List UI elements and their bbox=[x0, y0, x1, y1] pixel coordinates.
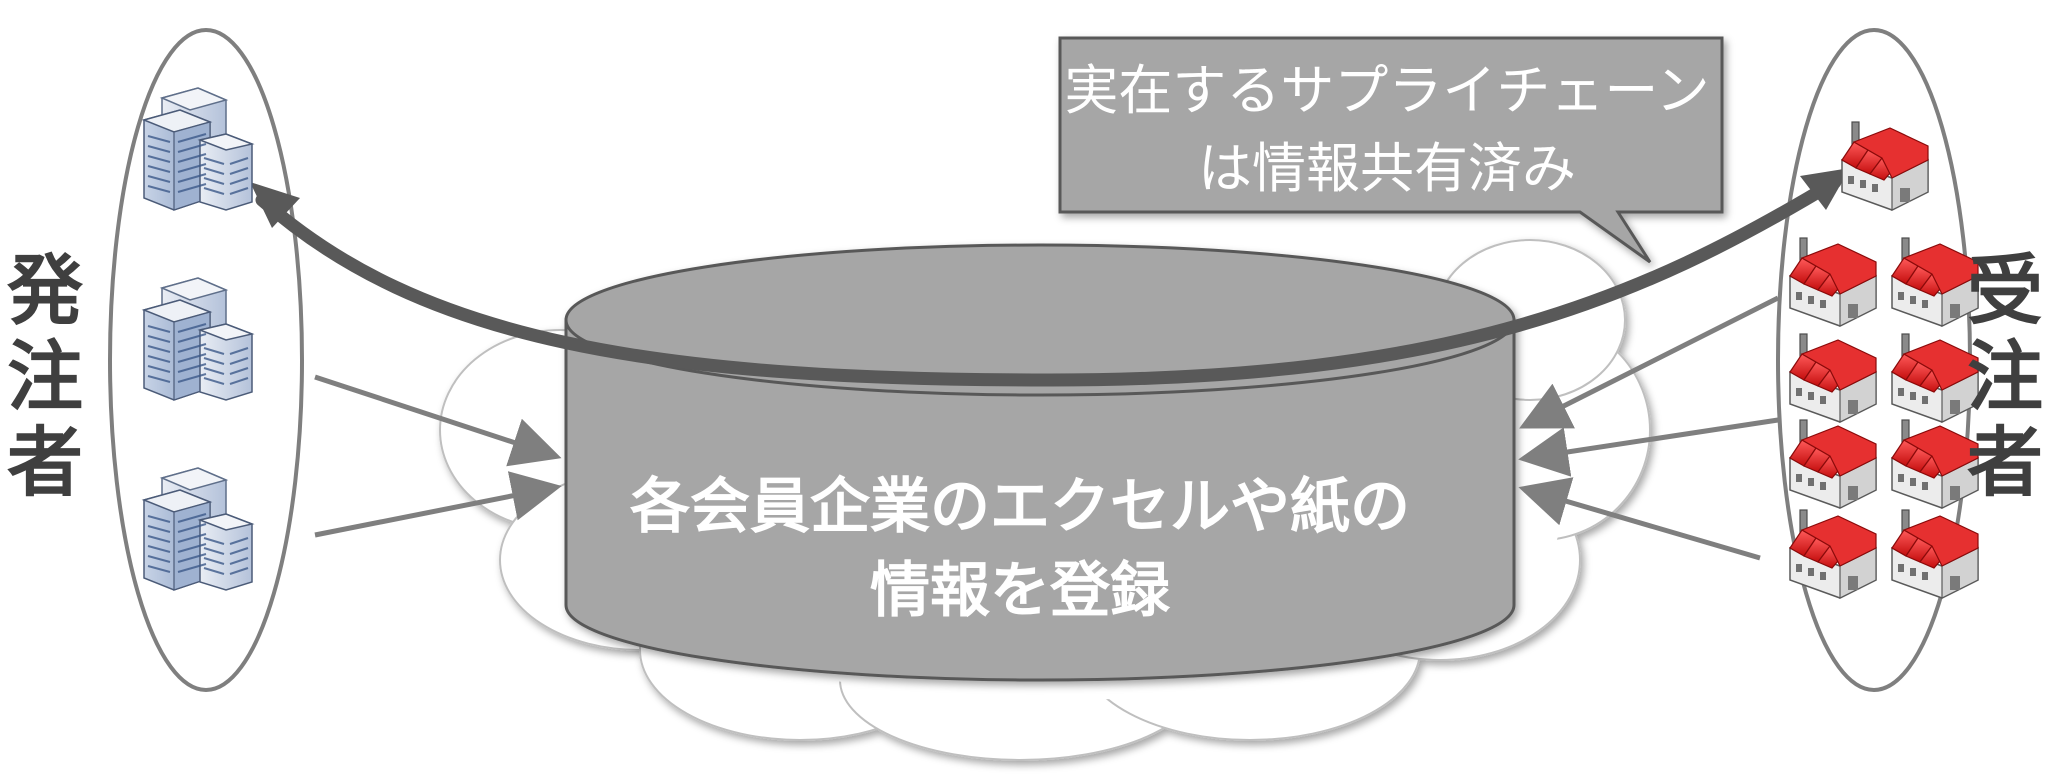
factory-icon bbox=[1789, 237, 1877, 327]
arrow-contractor-2 bbox=[1518, 417, 1779, 477]
database-label-line2: 情報を登録 bbox=[870, 556, 1170, 626]
callout-label-line1: 実在するサプライチェーン bbox=[1064, 59, 1710, 122]
factory-icon bbox=[1891, 509, 1979, 599]
arc-arrowhead-left bbox=[250, 182, 300, 228]
contractor-label-char: 注 bbox=[1967, 332, 2043, 421]
office-building-icon bbox=[143, 467, 253, 591]
orderer-label-text: 発注者 bbox=[0, 248, 90, 506]
arrow-orderer-2 bbox=[314, 471, 562, 538]
orderer-label-char: 者 bbox=[7, 418, 83, 507]
orderer-label-char: 発 bbox=[7, 246, 83, 335]
database-label-line1: 各会員企業のエクセルや紙の bbox=[630, 472, 1410, 542]
contractor-label: 受注者 bbox=[1960, 248, 2048, 506]
arc-arrowhead-right bbox=[1800, 168, 1850, 210]
contractor-label-char: 者 bbox=[1967, 418, 2043, 507]
callout-box bbox=[1058, 36, 1724, 264]
database-cylinder bbox=[564, 243, 1516, 682]
orderer-group-ellipse bbox=[108, 28, 304, 692]
contractor-label-char: 受 bbox=[1967, 246, 2043, 335]
callout-label-line2: は情報共有済み bbox=[1198, 137, 1576, 200]
arrow-contractor-1 bbox=[1519, 295, 1780, 429]
factory-icon bbox=[1789, 419, 1877, 509]
supply-chain-arc bbox=[250, 168, 1850, 387]
office-building-icon bbox=[143, 277, 253, 401]
orderer-label-char: 注 bbox=[7, 332, 83, 421]
contractor-arrows bbox=[1518, 295, 1780, 561]
orderer-label: 発注者 bbox=[0, 248, 90, 506]
factory-icon bbox=[1789, 333, 1877, 423]
factory-icon bbox=[1789, 509, 1877, 599]
factory-icon bbox=[1841, 121, 1929, 211]
arrow-contractor-3 bbox=[1518, 477, 1761, 561]
callout-label: 実在するサプライチェーン は情報共有済み bbox=[1062, 52, 1712, 208]
contractor-label-text: 受注者 bbox=[1960, 248, 2048, 506]
office-building-icon bbox=[143, 87, 253, 211]
database-label: 各会員企業のエクセルや紙の 情報を登録 bbox=[560, 465, 1480, 633]
orderer-arrows bbox=[314, 374, 562, 538]
arrow-orderer-1 bbox=[314, 374, 562, 467]
